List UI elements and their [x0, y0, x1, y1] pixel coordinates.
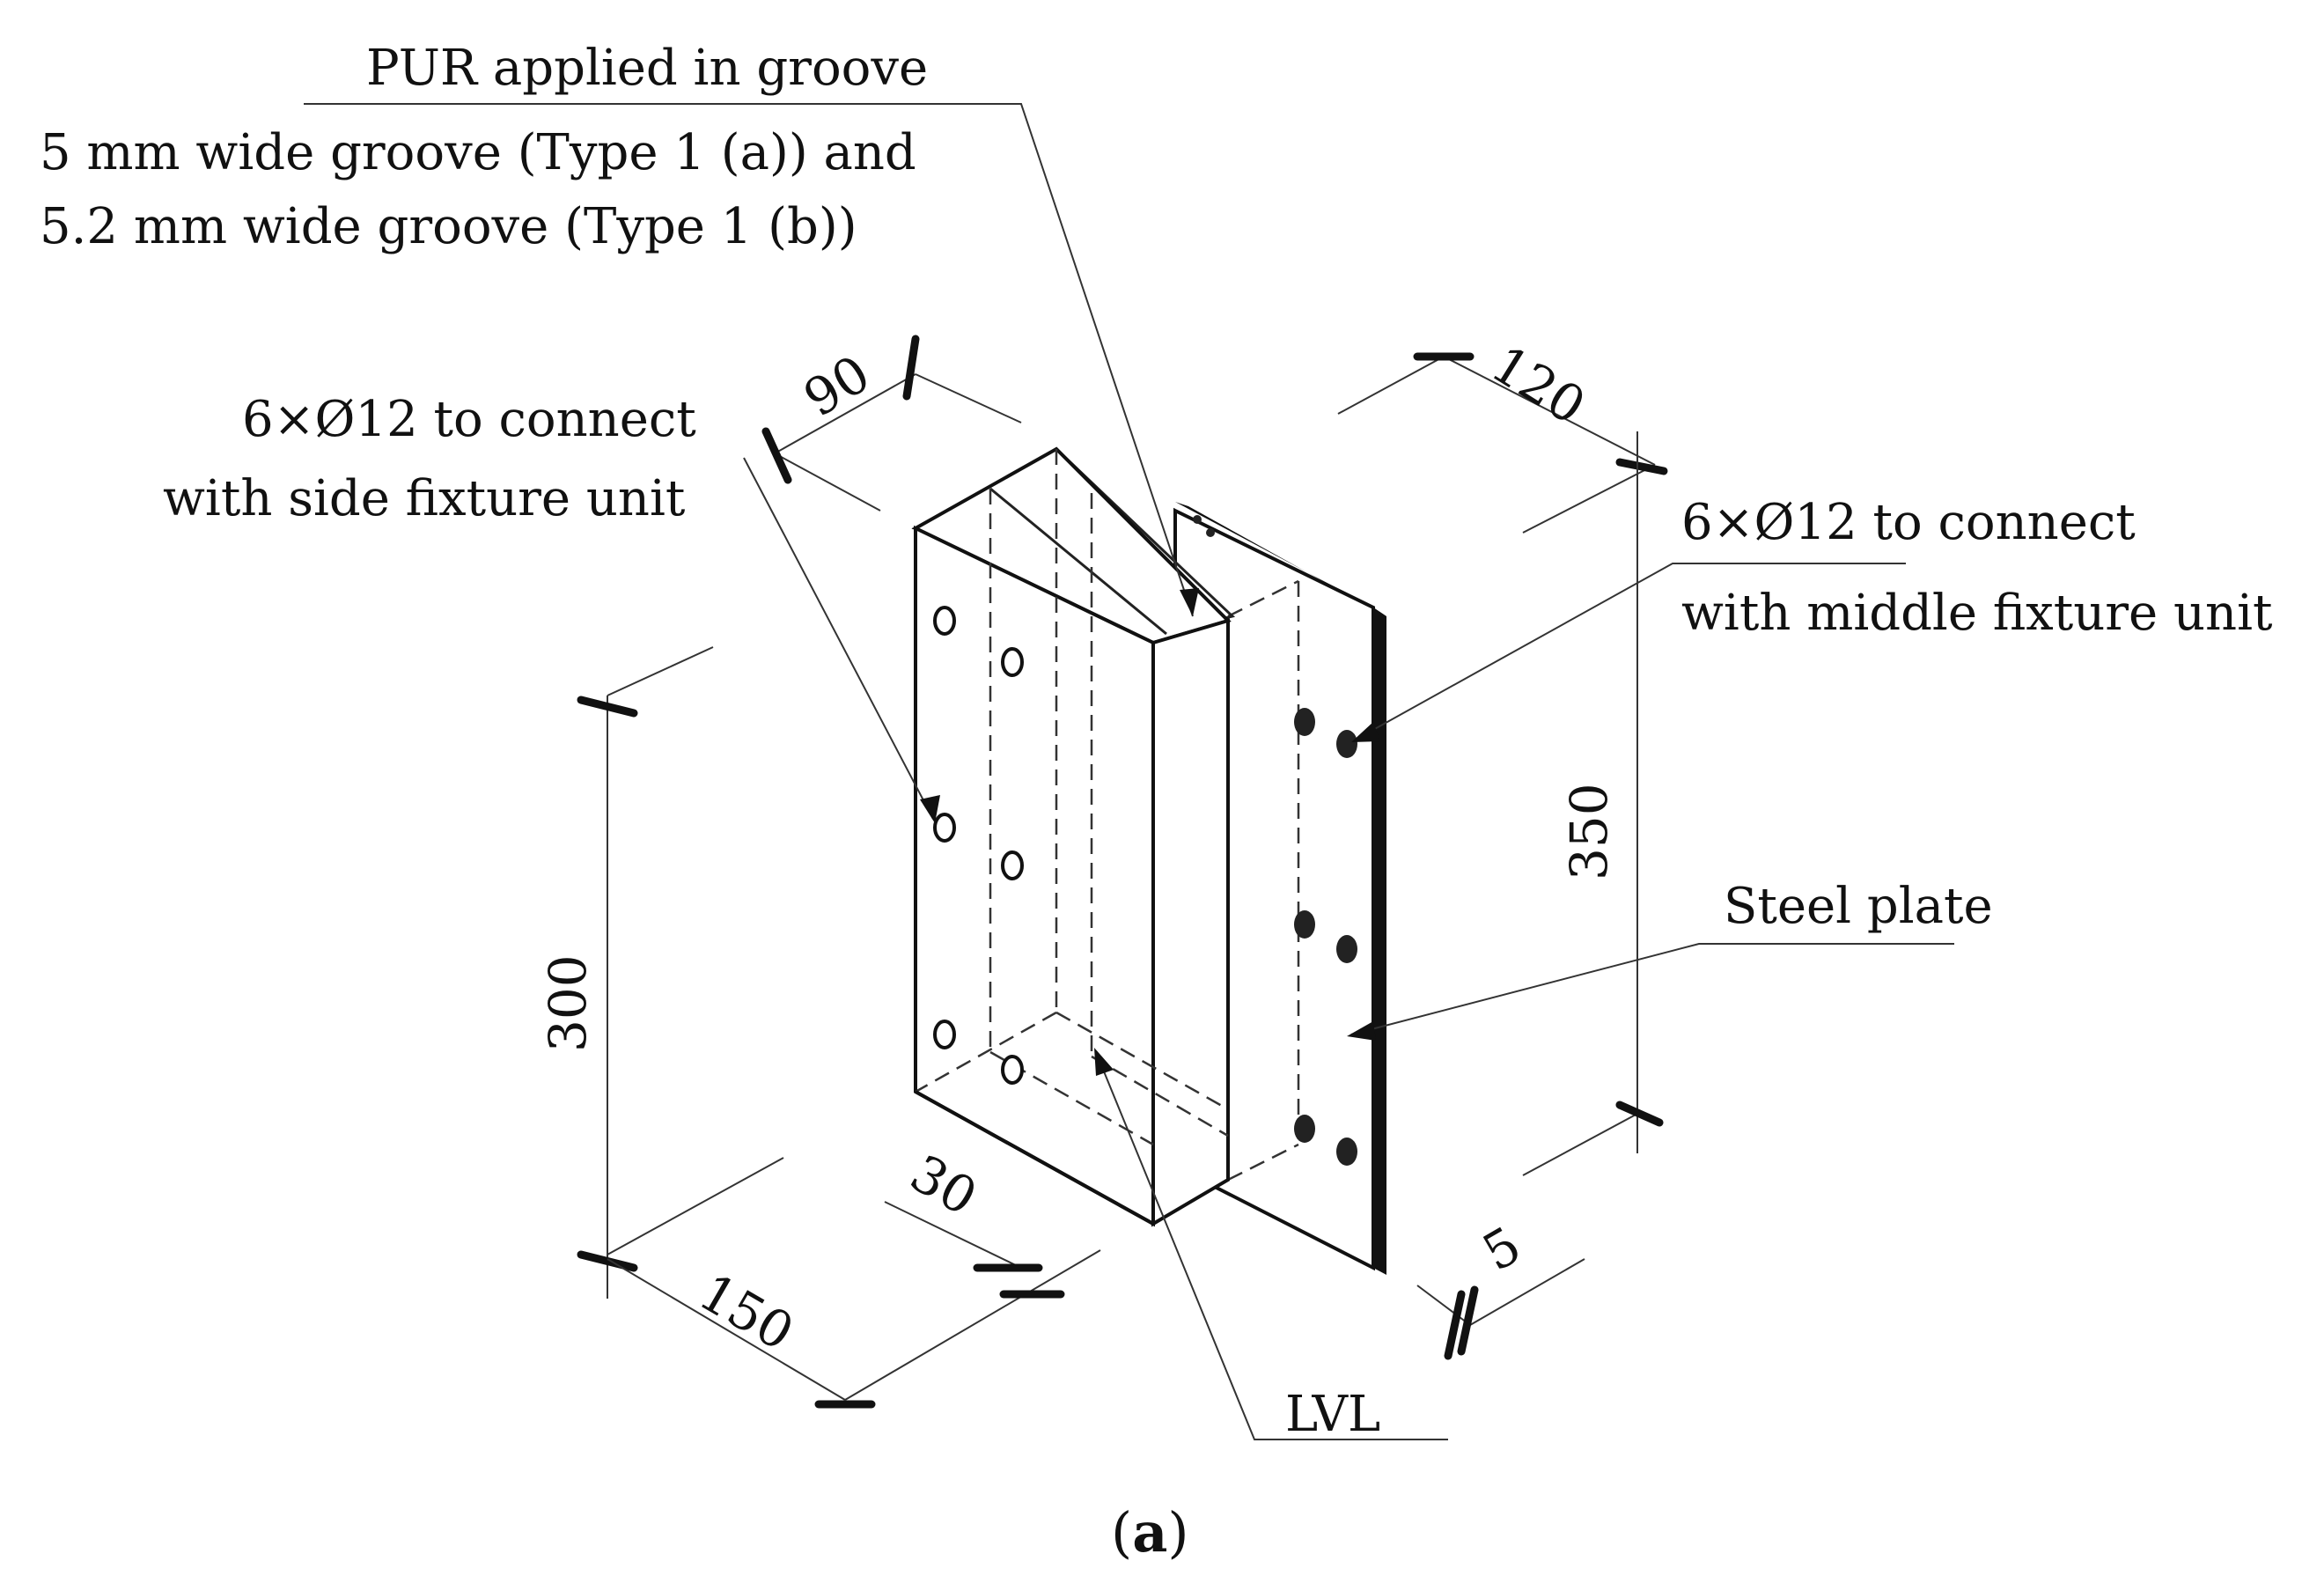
lvl-block [911, 446, 1236, 1227]
side-fixture-label-line2: with side fixture unit [163, 470, 686, 527]
dim-30: 30 [901, 1143, 987, 1227]
dim-150: 150 [689, 1262, 804, 1362]
dim-90: 90 [793, 343, 880, 429]
plate-holes [1193, 515, 1357, 1166]
dim-300: 300 [538, 954, 598, 1052]
lvl-hole [933, 1020, 956, 1049]
plate-hole [1336, 730, 1357, 758]
groove-label-line1: 5 mm wide groove (Type 1 (a)) and [40, 124, 916, 181]
lvl-hole [933, 606, 956, 636]
side-fixture-label-line1: 6×Ø12 to connect [242, 391, 696, 448]
dim-120: 120 [1482, 334, 1596, 436]
steel-plate-label: Steel plate [1724, 878, 1993, 935]
caption-open: ( [1111, 1500, 1132, 1565]
pur-label: PUR applied in groove [366, 40, 928, 97]
lvl-hole [1001, 1055, 1024, 1085]
lvl-label: LVL [1285, 1386, 1380, 1443]
plate-hole [1336, 935, 1357, 963]
middle-fixture-label-line2: with middle fixture unit [1681, 585, 2273, 642]
dimension-lines [577, 335, 1668, 1409]
lvl-holes [933, 606, 1024, 1085]
dim-350: 350 [1559, 783, 1619, 880]
middle-fixture-label-line1: 6×Ø12 to connect [1681, 494, 2136, 551]
caption-letter: a [1132, 1500, 1167, 1565]
lvl-hole [1001, 850, 1024, 880]
lvl-hole [933, 813, 956, 843]
plate-hole [1294, 1115, 1315, 1143]
plate-hole [1294, 708, 1315, 736]
groove-label-line2: 5.2 mm wide groove (Type 1 (b)) [40, 198, 857, 255]
caption-close: ) [1167, 1500, 1188, 1565]
plate-hole [1336, 1138, 1357, 1166]
figure-caption: (a) [1111, 1500, 1189, 1565]
plate-hole [1294, 910, 1315, 939]
lvl-hole [1001, 647, 1024, 677]
dim-5: 5 [1473, 1215, 1531, 1283]
leader-lines [304, 103, 1954, 1440]
